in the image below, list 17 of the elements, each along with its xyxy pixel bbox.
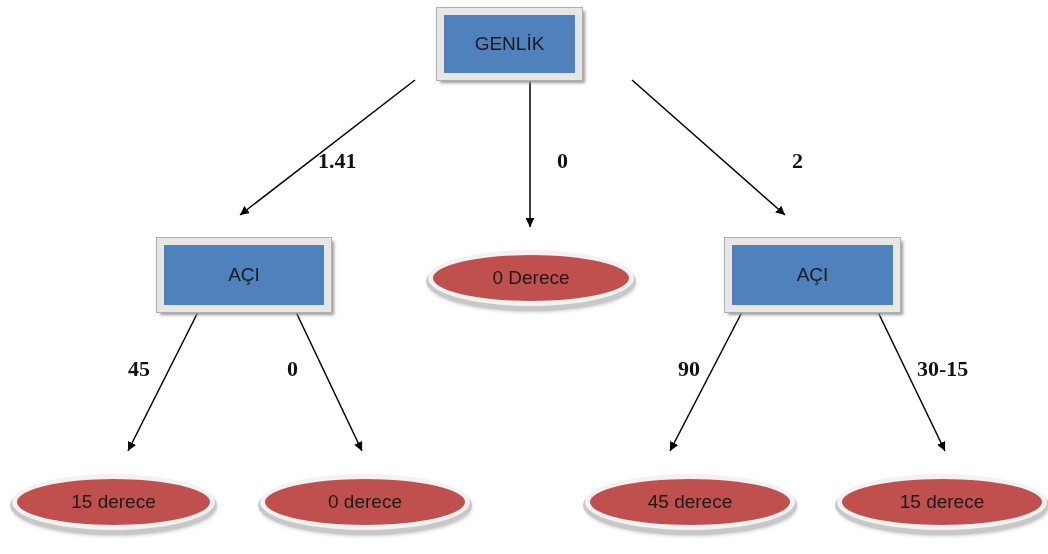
edge-label: 45 [128,356,150,382]
arrow [877,311,946,452]
edge-label: 90 [678,356,700,382]
arrow [525,79,535,228]
edge-label: 2 [792,148,803,174]
process-box: GENLİK [437,8,582,80]
arrow [669,311,743,452]
process-box: AÇI [157,238,331,312]
process-box: AÇI [725,238,900,312]
edge-label: 0 [287,356,298,382]
edge-label: 0 [557,148,568,174]
arrow [127,311,199,452]
arrow [239,79,416,216]
arrow [631,79,786,216]
edge-label: 1.41 [318,148,357,174]
arrow [295,311,363,452]
edge-label: 30-15 [917,356,969,382]
